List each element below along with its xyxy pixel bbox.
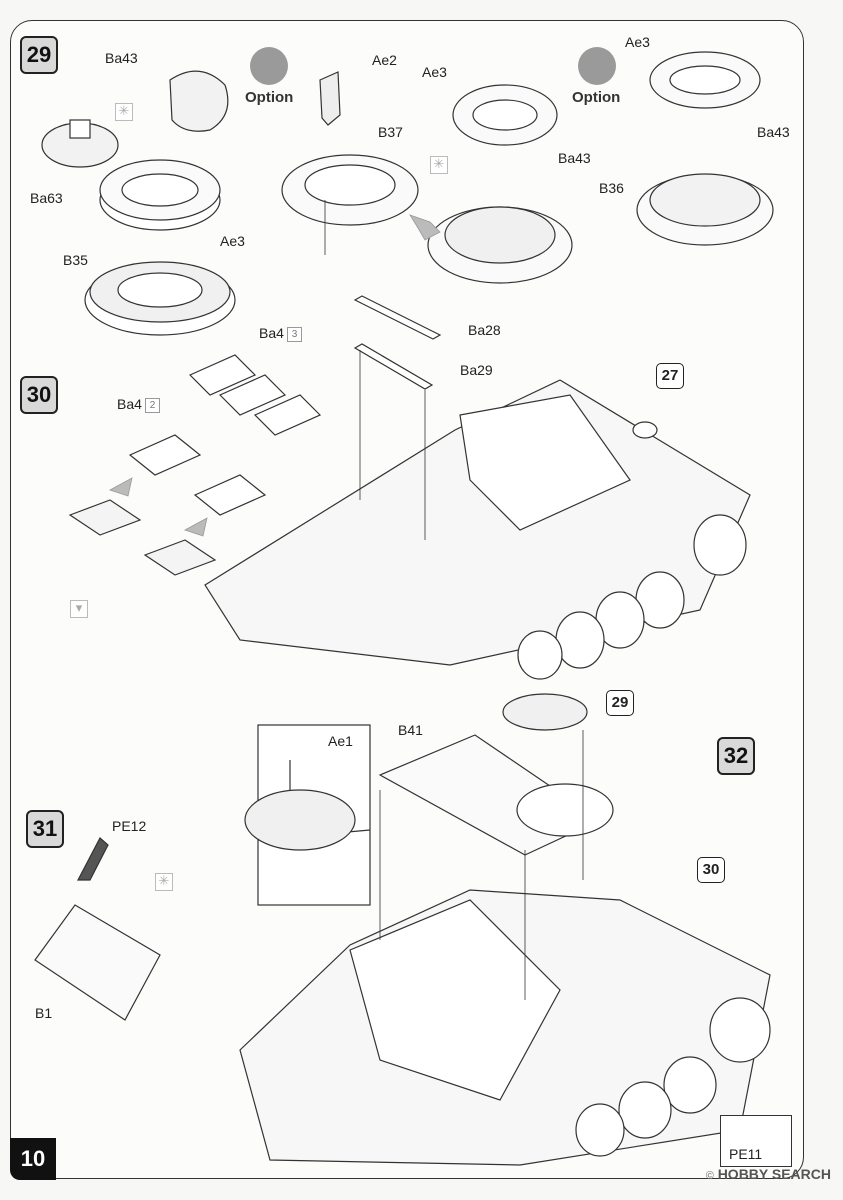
cement-icon: ✳ (430, 156, 448, 174)
watermark-text: HOBBY SEARCH (717, 1166, 831, 1182)
ref-step-29: 29 (606, 690, 634, 716)
option-icon (578, 47, 616, 85)
label-ba4-left: Ba4 (117, 396, 142, 412)
part-b37-drawing (281, 154, 419, 226)
watermark-mark: © (705, 1170, 714, 1182)
option-label-a: Option (245, 89, 294, 106)
part-ae3-drawing-c (649, 51, 761, 109)
page-number: 10 (10, 1138, 56, 1180)
label-b35: B35 (63, 252, 88, 268)
inset-detail-ae1 (244, 724, 371, 906)
part-b35-drawing (84, 261, 236, 336)
label-b1: B1 (35, 1005, 53, 1021)
label-ae2: Ae2 (372, 52, 397, 68)
option-label-b: Option (572, 89, 621, 106)
watermark: © HOBBY SEARCH (706, 1166, 831, 1182)
label-ae3-c: Ae3 (625, 34, 650, 50)
part-ba4-panels-left (128, 434, 267, 516)
label-ae3-a: Ae3 (220, 233, 245, 249)
part-ae3-drawing-b (452, 84, 558, 146)
cement-icon: ✳ (155, 873, 173, 891)
label-ae3-b: Ae3 (422, 64, 447, 80)
label-ae1: Ae1 (328, 733, 353, 749)
label-pe11: PE11 (729, 1146, 763, 1162)
label-ba63: Ba63 (30, 190, 63, 206)
hull-step30-drawing (204, 379, 751, 680)
label-pe12: PE12 (112, 818, 147, 834)
part-ae3-drawing-a (99, 159, 221, 231)
label-ba28: Ba28 (468, 322, 501, 338)
label-ba43-a: Ba43 (105, 50, 138, 66)
quantity-ba4-left: 2 (145, 398, 160, 413)
part-b1-drawing (34, 837, 161, 1021)
sanding-icon: ▾ (70, 600, 88, 618)
part-ba63-drawing (41, 119, 119, 168)
label-ba43-b: Ba43 (558, 150, 591, 166)
hull-step32-drawing (239, 693, 771, 1166)
part-ba4-panels-top (188, 354, 322, 436)
quantity-ba4-top: 3 (287, 327, 302, 342)
label-b36: B36 (599, 180, 624, 196)
label-ba29: Ba29 (460, 362, 493, 378)
label-b41: B41 (398, 722, 423, 738)
part-b36-drawing (636, 173, 774, 246)
part-hatch-drawing (169, 70, 229, 132)
step-32-badge: 32 (717, 737, 755, 775)
step-30-badge: 30 (20, 376, 58, 414)
label-ba4-top: Ba4 (259, 325, 284, 341)
label-ba43-c: Ba43 (757, 124, 790, 140)
step-31-badge: 31 (26, 810, 64, 848)
part-ba28-ba29-drawing (353, 295, 442, 390)
label-b37: B37 (378, 124, 403, 140)
step-29-badge: 29 (20, 36, 58, 74)
option-icon (250, 47, 288, 85)
assembled-ring-drawing (427, 206, 573, 284)
part-hatch-covers-drawing (68, 499, 217, 576)
ref-step-27: 27 (656, 363, 684, 389)
pe11-inset (720, 1115, 792, 1167)
ref-step-30: 30 (697, 857, 725, 883)
cement-icon: ✳ (115, 103, 133, 121)
part-ae2-drawing (319, 71, 341, 126)
